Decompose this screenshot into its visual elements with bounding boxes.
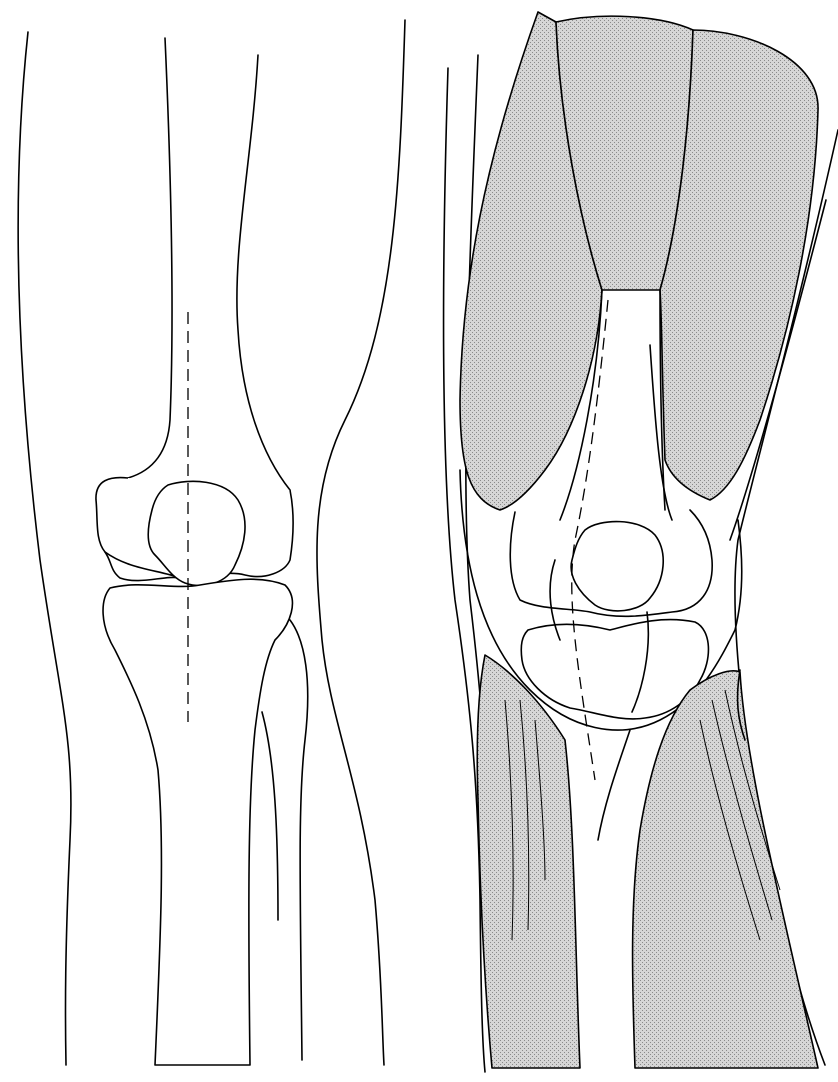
right-lateral-tendon [598, 730, 630, 840]
left-fibula-inner [262, 712, 278, 920]
left-femur-shaft-lateral [128, 38, 172, 478]
left-leg-inner-contour [317, 20, 405, 1065]
left-fibula-outer [290, 620, 308, 1060]
left-femur-shaft-medial [237, 55, 290, 490]
left-leg-outer-contour [18, 32, 71, 1065]
left-tibia [103, 579, 292, 1065]
right-patella [571, 522, 663, 611]
left-panel [18, 20, 405, 1065]
right-panel [444, 12, 838, 1072]
right-gastrocnemius-medial [633, 671, 818, 1068]
